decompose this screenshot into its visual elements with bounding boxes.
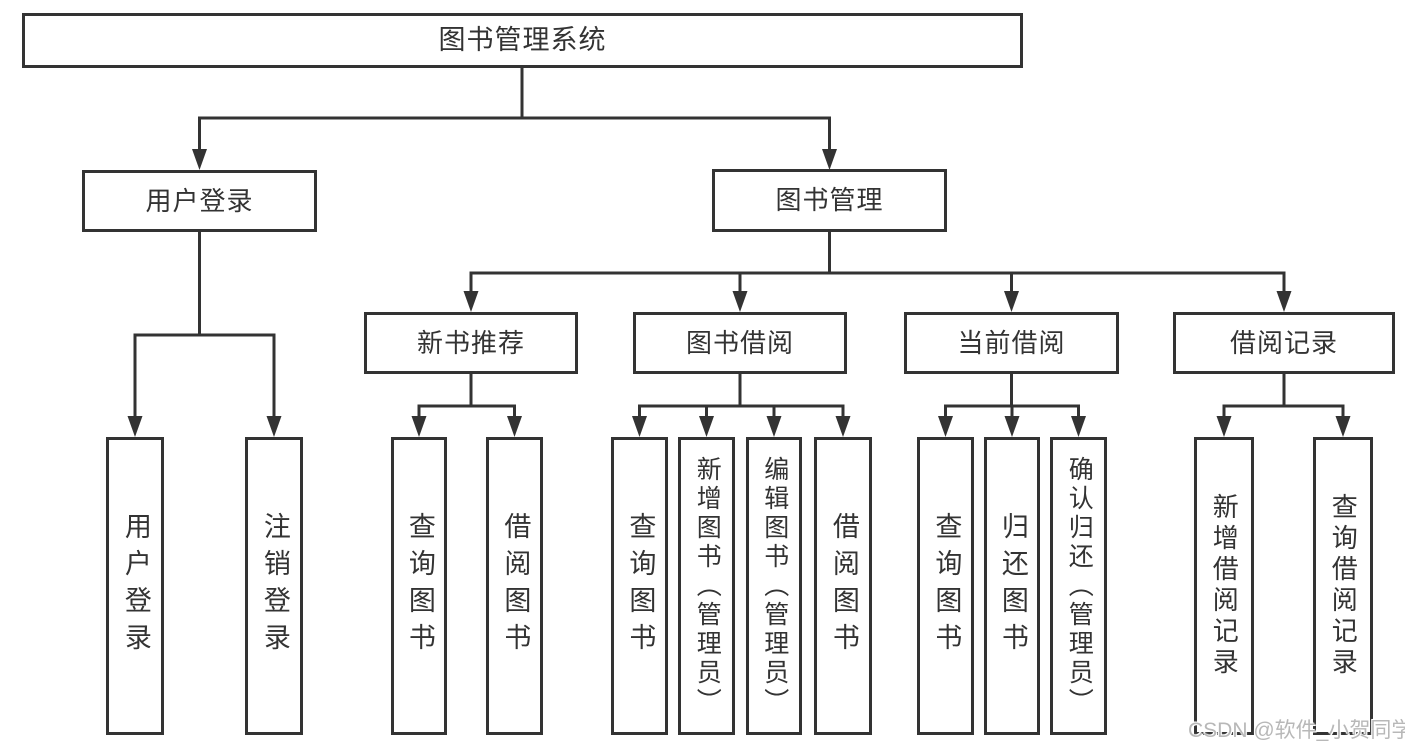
leaf-borrow-books: 借阅图书 xyxy=(814,437,872,735)
leaf-query-books-recommendation: 查询图书 xyxy=(391,437,447,735)
leaf-query-borrow-record: 查询借阅记录 xyxy=(1313,437,1373,735)
leaf-logout: 注销登录 xyxy=(245,437,303,735)
node-user-login: 用户登录 xyxy=(82,170,317,232)
leaf-edit-books-admin: 编辑图书（管理员） xyxy=(746,437,802,735)
leaf-confirm-return-admin: 确认归还（管理员） xyxy=(1050,437,1107,735)
leaf-return-books: 归还图书 xyxy=(984,437,1040,735)
leaf-add-borrow-record: 新增借阅记录 xyxy=(1194,437,1254,735)
leaf-query-books-current: 查询图书 xyxy=(917,437,974,735)
leaf-user-login: 用户登录 xyxy=(106,437,164,735)
node-new-book-recommendation: 新书推荐 xyxy=(364,312,578,374)
leaf-query-books-borrowing: 查询图书 xyxy=(611,437,668,735)
node-library-management-system: 图书管理系统 xyxy=(22,13,1023,68)
csdn-watermark: CSDN @软件_小贺同学 xyxy=(1188,719,1405,742)
leaf-borrow-books-recommendation: 借阅图书 xyxy=(486,437,543,735)
leaf-add-books-admin: 新增图书（管理员） xyxy=(678,437,735,735)
node-book-management: 图书管理 xyxy=(712,169,947,232)
node-borrowing-records: 借阅记录 xyxy=(1173,312,1395,374)
node-current-borrowing: 当前借阅 xyxy=(904,312,1119,374)
node-book-borrowing: 图书借阅 xyxy=(633,312,847,374)
